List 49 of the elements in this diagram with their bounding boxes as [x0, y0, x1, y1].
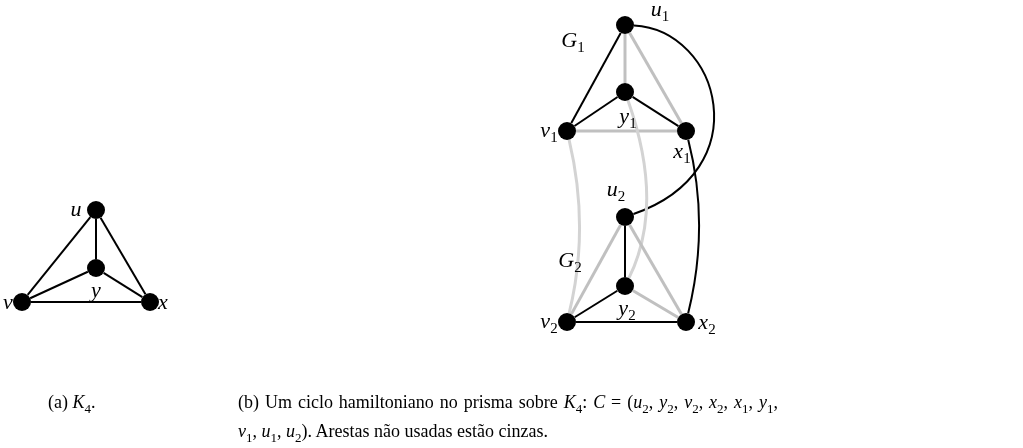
vertex-label: x$_{2}$ [698, 310, 716, 338]
graph-edge [632, 24, 715, 216]
vertex-dot [677, 122, 695, 140]
vertex-label: u [70, 198, 82, 220]
vertex-dot [141, 293, 159, 311]
graph-edge [624, 225, 626, 278]
vertex-dot [87, 201, 105, 219]
vertex-dot [616, 208, 634, 226]
vertex-dot [87, 259, 105, 277]
graph-edge [628, 224, 683, 315]
vertex-label: v$_{2}$ [540, 309, 558, 337]
graph-edge [628, 32, 683, 124]
graph-edge [631, 95, 680, 128]
graph-label: G$_{2}$ [558, 248, 582, 276]
vertex-dot [616, 277, 634, 295]
graph-edge [95, 218, 97, 260]
graph-edge [567, 139, 582, 314]
graph-edge [570, 31, 622, 125]
caption: (b) Um ciclo hamiltoniano no prisma sobre K$_{4}$: C = (u$_{2}$, y$_{2}$, v$_{2}$, x$_{2}$, x$_{1}$, y$_{1}$, v$_{1}$, u$_{1}$, u$_{2}$). Arestas não usadas estão cinzas. [238, 391, 778, 446]
vertex-label: u$_{1}$ [650, 0, 670, 25]
vertex-label: u$_{2}$ [606, 177, 626, 205]
vertex-label: x$_{1}$ [673, 139, 691, 167]
graph-edge [26, 216, 92, 296]
graph-edge [102, 271, 144, 299]
graph-edge [570, 224, 622, 315]
graph-edge [575, 321, 678, 323]
graph-edge [623, 34, 627, 83]
graph-edge [626, 100, 649, 279]
vertex-label: y$_{1}$ [619, 104, 637, 132]
graph-edge [576, 129, 677, 133]
caption: (a) K$_{4}$. [48, 391, 97, 417]
vertex-dot [558, 122, 576, 140]
graph-edge [99, 216, 147, 296]
vertex-label: v [3, 291, 13, 313]
graph-edge [29, 270, 89, 300]
graph-edge [687, 138, 701, 315]
graph-edge [573, 289, 619, 319]
graph-edge [632, 289, 679, 319]
graph-edge [573, 96, 619, 127]
vertex-dot [13, 293, 31, 311]
vertex-label: y$_{2}$ [618, 296, 636, 324]
graph-label: G$_{1}$ [561, 28, 585, 56]
vertex-label: x [158, 291, 168, 313]
vertex-dot [616, 16, 634, 34]
vertex-dot [677, 313, 695, 331]
vertex-label: v$_{1}$ [540, 118, 558, 146]
vertex-dot [616, 83, 634, 101]
vertex-dot [558, 313, 576, 331]
graph-edge [30, 301, 142, 303]
